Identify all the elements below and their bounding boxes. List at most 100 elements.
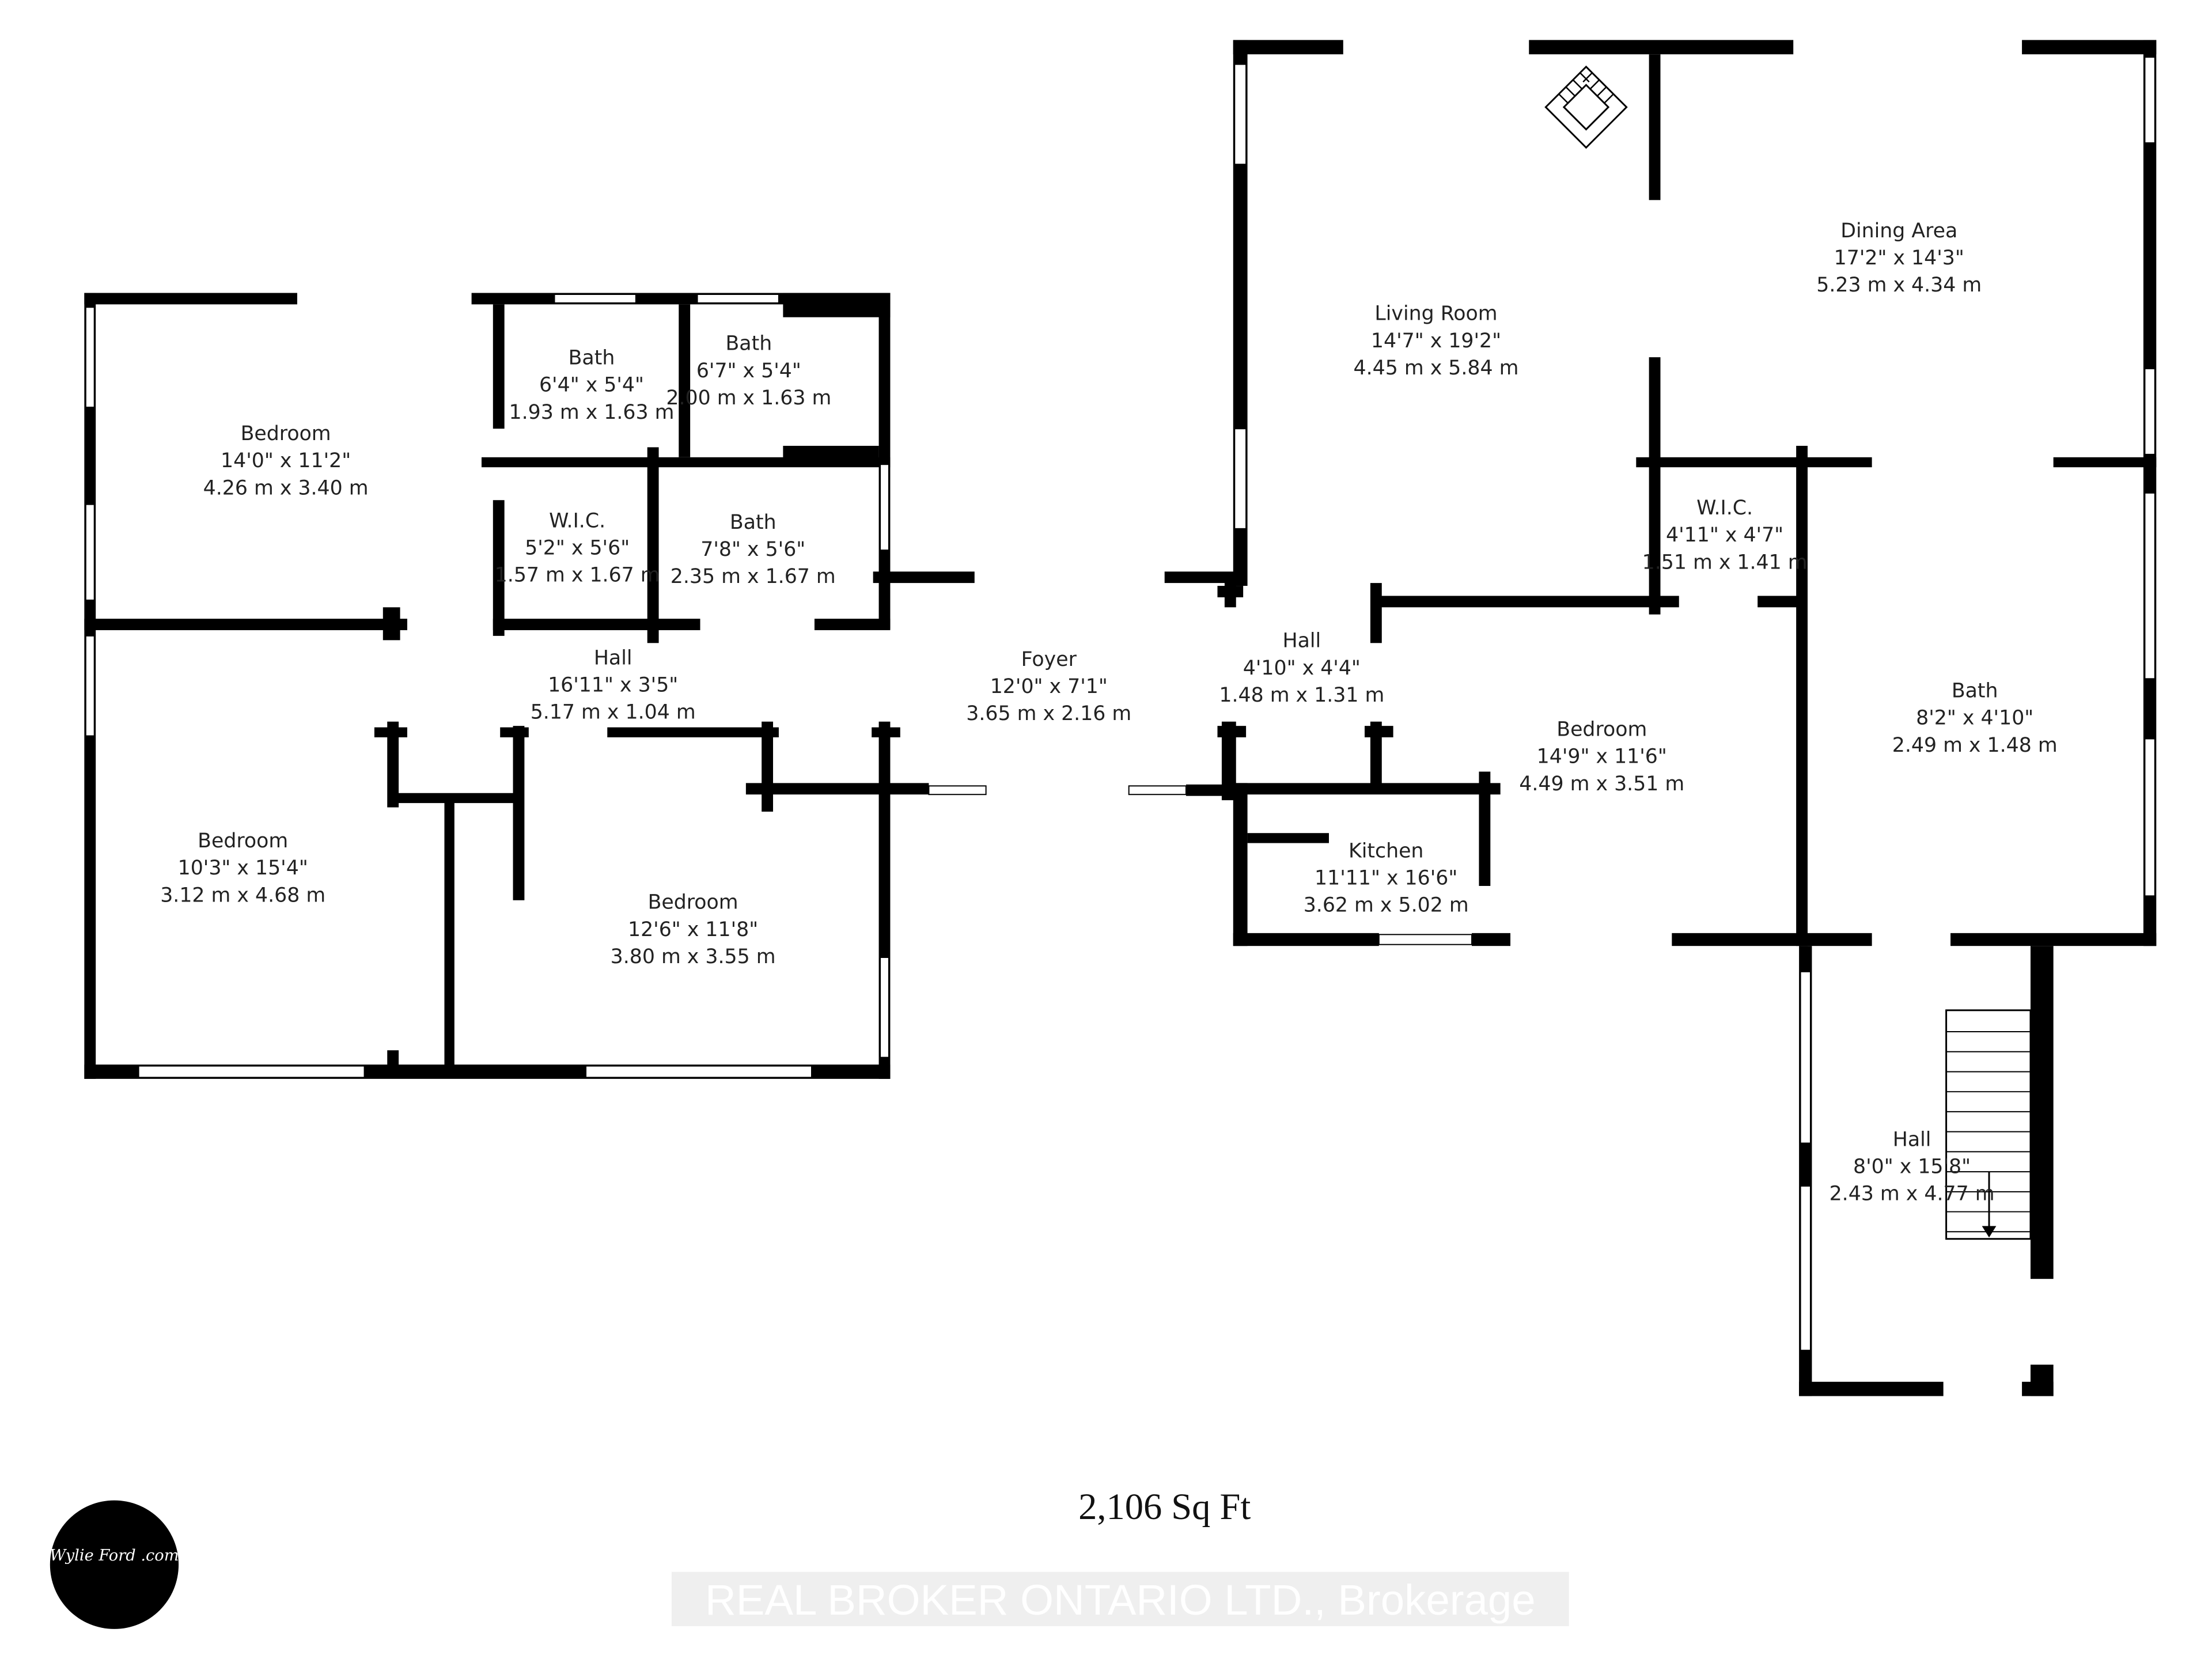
room-metric: 2.35 m x 1.67 m (671, 565, 836, 588)
room-metric: 2.49 m x 1.48 m (1892, 734, 2058, 757)
room-label: W.I.C.4'11" x 4'7"1.51 m x 1.41 m (1642, 497, 1808, 574)
room-name: Kitchen (1349, 839, 1423, 862)
room-imperial: 8'2" x 4'10" (1916, 707, 2033, 730)
wall (387, 721, 399, 808)
wall (1636, 457, 1872, 468)
room-imperial: 6'4" x 5'4" (539, 374, 644, 397)
wall (493, 304, 505, 429)
wall (1649, 357, 1661, 615)
watermark-text: REAL BROKER ONTARIO LTD., Brokerage (705, 1576, 1536, 1624)
windows (85, 56, 2156, 1351)
window (85, 306, 95, 408)
wall (1799, 1381, 1944, 1396)
window (1234, 63, 1247, 165)
room-imperial: 8'0" x 15'8" (1853, 1156, 1971, 1179)
wall (1372, 596, 1679, 608)
room-label: W.I.C. 5'2" x 5'6" 1.57 m x 1.67 m (495, 509, 660, 586)
wall (873, 571, 975, 584)
room-imperial: 11'11" x 16'6" (1315, 867, 1457, 890)
room-name: Hall (1283, 630, 1321, 653)
room-metric: 5.23 m x 4.34 m (1816, 274, 1982, 297)
window (585, 1065, 812, 1078)
window (2144, 738, 2156, 897)
room-name: Bedroom (648, 891, 738, 914)
wall (493, 500, 505, 636)
room-name: Bedroom (1556, 718, 1647, 741)
wall (1233, 783, 1248, 946)
room-imperial: 12'6" x 11'8" (628, 918, 758, 941)
wall (493, 619, 700, 630)
wall (745, 783, 929, 795)
room-label: Bedroom 12'6" x 11'8" 3.80 m x 3.55 m (611, 891, 776, 968)
wall (1758, 596, 1801, 608)
room-imperial: 14'9" x 11'6" (1537, 745, 1667, 768)
room-metric: 1.57 m x 1.67 m (495, 564, 660, 587)
wall (1233, 933, 1379, 946)
wall (393, 793, 522, 804)
room-name: Bath (1952, 680, 1998, 703)
room-imperial: 5'2" x 5'6" (525, 536, 630, 559)
window (2144, 492, 2156, 680)
room-name: Living Room (1374, 302, 1497, 325)
window (1378, 934, 1473, 945)
room-metric: 3.62 m x 5.02 m (1304, 894, 1469, 917)
room-name: Dining Area (1840, 219, 1957, 243)
window (2144, 56, 2156, 144)
room-name: Foyer (1021, 648, 1077, 671)
room-label: Kitchen 11'11" x 16'6" 3.62 m x 5.02 m (1304, 839, 1469, 916)
wall (1233, 40, 1343, 55)
room-name: Bath (569, 347, 615, 370)
room-metric: 3.65 m x 2.16 m (966, 702, 1131, 725)
room-imperial: 14'7" x 19'2" (1371, 329, 1501, 353)
wall (1472, 933, 1511, 946)
wall (1364, 726, 1393, 737)
wall (1796, 445, 1808, 946)
wall (513, 726, 525, 900)
wall (481, 457, 891, 468)
room-name: W.I.C. (549, 509, 605, 532)
wall (1950, 933, 2157, 946)
total-area: 2,106 Sq Ft (1078, 1486, 1251, 1527)
wall (1217, 586, 1244, 597)
room-imperial: 10'3" x 15'4" (178, 857, 308, 880)
room-metric: 1.48 m x 1.31 m (1219, 684, 1384, 707)
room-metric: 1.93 m x 1.63 m (509, 401, 675, 424)
room-metric: 4.26 m x 3.40 m (203, 476, 369, 499)
room-label: Bedroom 14'9" x 11'6" 4.49 m x 3.51 m (1519, 718, 1684, 796)
room-imperial: 6'7" x 5'4" (696, 359, 801, 382)
room-name: Hall (594, 646, 632, 669)
wall (679, 304, 691, 457)
room-metric: 4.49 m x 3.51 m (1519, 772, 1684, 796)
logo: Wylie Ford .com (50, 1500, 179, 1629)
wall (607, 727, 779, 737)
room-name: Bedroom (241, 422, 331, 445)
wall (2022, 1381, 2054, 1396)
window (1800, 971, 1811, 1144)
wall (1529, 40, 1794, 55)
window (696, 294, 779, 304)
wall (444, 800, 454, 1069)
wall (872, 727, 900, 737)
wall (84, 619, 407, 630)
room-metric: 2.43 m x 4.77 m (1830, 1183, 1995, 1206)
window (2144, 368, 2156, 455)
room-imperial: 17'2" x 14'3" (1834, 247, 1964, 270)
wall (382, 607, 400, 641)
room-metric: 1.51 m x 1.41 m (1642, 551, 1808, 574)
room-label: Bath 8'2" x 4'10" 2.49 m x 1.48 m (1892, 680, 2058, 757)
watermark: REAL BROKER ONTARIO LTD., Brokerage (671, 1571, 1569, 1626)
window (85, 503, 95, 601)
wall (1672, 933, 1872, 946)
room-imperial: 7'8" x 5'6" (700, 538, 805, 561)
wall (1479, 771, 1491, 886)
wall (2053, 457, 2157, 468)
room-metric: 3.80 m x 3.55 m (611, 945, 776, 968)
